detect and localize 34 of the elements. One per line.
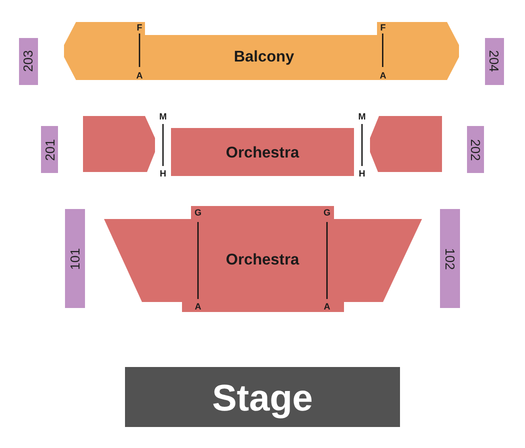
seating-section — [65, 209, 85, 308]
row-label: H — [358, 170, 366, 178]
row-label: F — [380, 23, 386, 32]
stage — [125, 367, 400, 427]
seating-section — [467, 126, 484, 173]
row-label: A — [324, 302, 330, 312]
row-label: A — [194, 302, 202, 312]
section-label: Orchestra — [226, 145, 300, 161]
seating-section — [64, 22, 459, 80]
section-number: 203 — [22, 50, 35, 72]
row-label: H — [160, 170, 166, 178]
seating-section — [440, 209, 460, 308]
seating-section — [171, 128, 354, 176]
seating-section — [485, 38, 504, 85]
seating-section — [19, 38, 38, 85]
seating-section — [83, 116, 155, 172]
section-number: 202 — [469, 138, 482, 160]
seating-section — [370, 116, 442, 172]
seating-section — [104, 206, 422, 312]
row-label: M — [159, 112, 167, 122]
row-label: A — [136, 72, 143, 80]
row-label: G — [324, 208, 330, 217]
section-number: 204 — [488, 50, 501, 72]
section-number: 101 — [68, 248, 82, 270]
row-label: A — [380, 72, 386, 80]
section-number: 201 — [43, 138, 56, 160]
section-label: Orchestra — [226, 252, 300, 268]
seating-section — [41, 126, 58, 173]
section-number: 102 — [444, 248, 456, 270]
row-label: F — [136, 23, 142, 32]
row-label: G — [194, 208, 202, 217]
section-label: Balcony — [234, 49, 294, 65]
stage-label: Stage — [212, 380, 313, 416]
row-label: M — [358, 112, 366, 122]
